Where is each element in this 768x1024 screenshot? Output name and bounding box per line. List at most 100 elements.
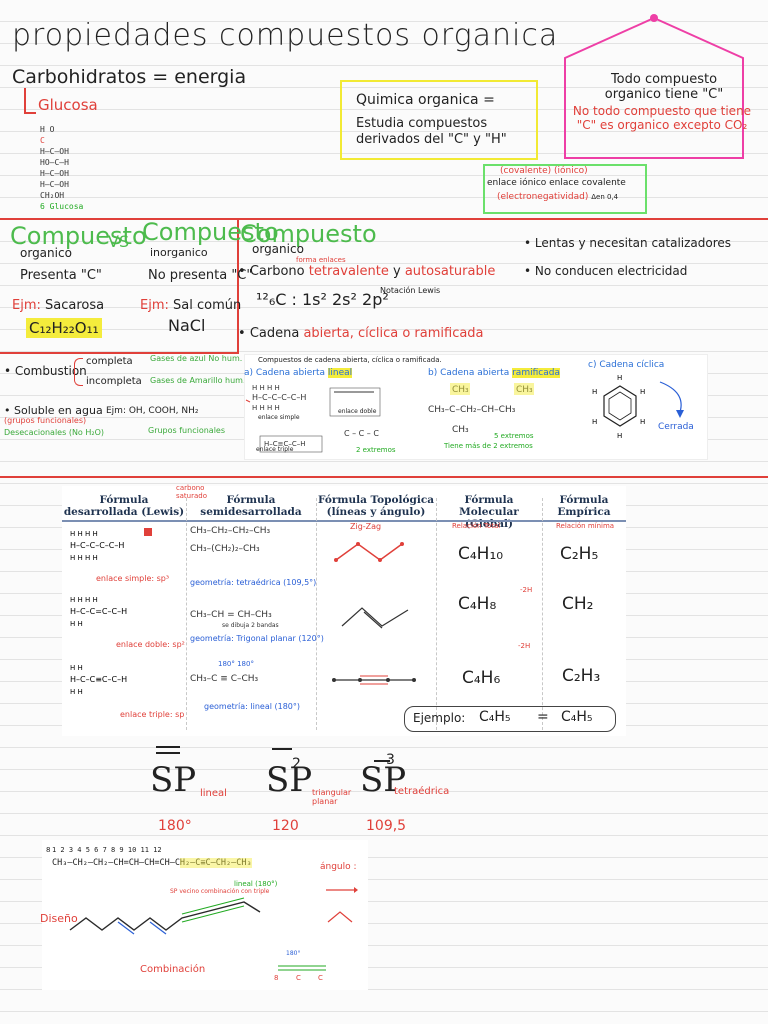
svg-text:H: H xyxy=(592,418,597,426)
ejemplo-left: C₄H₅ xyxy=(479,709,511,725)
sp-label: SP xyxy=(150,760,197,800)
enlaces-r3-small: Δen 0,4 xyxy=(591,193,619,201)
enlaces-r1: (covalente) (iónico) xyxy=(500,166,588,176)
carbono-label: Carbono xyxy=(249,264,305,279)
sp2-label: SP xyxy=(266,760,313,800)
organico-sub: organico xyxy=(252,242,304,256)
sp2-triangular-label: triangular planar xyxy=(312,788,352,806)
enlace-doble-label: enlace doble xyxy=(338,408,377,415)
row2-semi: CH₃–CH = CH–CH₃ xyxy=(190,610,272,620)
sp3-angle: 109,5 xyxy=(366,818,407,834)
sp-triple-mark xyxy=(156,746,180,754)
formula-nacl: NaCl xyxy=(168,316,206,335)
chain-numbers: 1 2 3 4 5 6 7 8 9 10 11 12 xyxy=(52,846,162,854)
chain-highlight xyxy=(180,858,252,868)
sp3-sup: 3 xyxy=(386,752,395,768)
notation-lewis: Notación Lewis xyxy=(380,286,441,295)
combinacion-label: Combinación xyxy=(140,964,206,975)
extremos-b: 5 extremos xyxy=(494,432,534,440)
formula-table xyxy=(62,486,626,736)
carbono-saturado-note: carbono saturado xyxy=(176,484,208,500)
bottom-180: 180° xyxy=(286,950,301,957)
ej-right-value: Sal común xyxy=(173,298,242,313)
example-left: Ejm: Sacarosa xyxy=(12,298,104,313)
glucose-line: H O xyxy=(40,125,55,134)
bullet-lentas: • Lentas y necesitan catalizadores xyxy=(524,236,732,250)
soluble-label: • Soluble en agua xyxy=(4,404,103,417)
relacion-total-note: Relación Total xyxy=(452,522,501,530)
house-line1: Todo compuesto organico tiene "C" xyxy=(604,72,724,102)
svg-text:H H H H: H H H H xyxy=(252,404,280,412)
svg-text:H H H H: H H H H xyxy=(70,596,98,604)
ejemplo-eq: = xyxy=(537,709,549,725)
svg-text:8: 8 xyxy=(274,974,278,982)
svg-text:C: C xyxy=(296,974,301,982)
house-excepto: excepto CO₂ xyxy=(673,118,748,132)
table-col-divider xyxy=(186,498,187,730)
cadena-a-tag: lineal xyxy=(327,368,353,378)
table-header: Fórmula Topológica (líneas y ángulo) xyxy=(317,494,435,518)
glucose-line: H—C—OH xyxy=(40,180,69,189)
autosaturable: autosaturable xyxy=(404,264,496,279)
table-header: Fórmula Empírica xyxy=(557,494,611,518)
compare-right-title: Compuesto xyxy=(142,218,279,246)
chain-formula: CH₃–CH₂–CH₂–CH=CH–CH=CH–CH₂–C≡C–CH₂–CH₃ xyxy=(52,858,252,868)
house-line2-text: No todo compuesto que tiene "C" es organ… xyxy=(572,104,752,132)
chain-start-num: 8 xyxy=(46,846,51,854)
glucose-line: H—C—OH xyxy=(40,147,69,156)
incompleta-note: Gases de Amarillo hum. Oxígeno xyxy=(150,376,282,385)
enlace-simple-label: enlace simple xyxy=(258,414,300,421)
tiene-mas: Tiene más de 2 extremos xyxy=(444,442,533,450)
combustion-text: Combustion xyxy=(14,364,87,378)
svg-text:H H H H: H H H H xyxy=(252,384,280,392)
red-divider-top xyxy=(0,218,768,220)
svg-text:H: H xyxy=(592,388,597,396)
carbono-note: forma enlaces xyxy=(296,256,346,264)
combustion-completa: completa xyxy=(86,356,133,367)
row1-empirica: C₂H₅ xyxy=(560,544,599,564)
sp-vecino-note: SP vecino combinación con triple xyxy=(170,888,270,895)
svg-text:CH₃: CH₃ xyxy=(452,425,469,435)
carbono-line: • Carbono tetravalente y autosaturable xyxy=(238,264,496,279)
combustion-brace xyxy=(74,358,83,386)
soluble-sub: (grupos funcionales) xyxy=(4,416,87,425)
ej-left-value: Sacarosa xyxy=(45,298,105,313)
zigzag-row1 xyxy=(334,542,404,562)
row3-diff: -2H xyxy=(518,642,531,650)
row3-molecular: C₄H₆ xyxy=(462,668,501,688)
ejemplo-box: Ejemplo: C₄H₅ = C₄H₅ xyxy=(404,706,616,732)
enlaces-r3: (electronegatividad) Δen 0,4 xyxy=(497,192,618,202)
cadena-ramificada-drawing: CH₃–C–CH₂–CH–CH₃ CH₃ CH₃ CH₃ xyxy=(428,383,534,435)
cadena-b-text: b) Cadena abierta xyxy=(428,368,510,378)
sp2-double-mark xyxy=(272,748,292,752)
svg-text:H: H xyxy=(640,418,645,426)
glucose-num: 6 xyxy=(40,202,45,211)
compare-left-title: Compuesto xyxy=(10,222,147,250)
relacion-minima-note: Relación mínima xyxy=(556,522,615,530)
svg-text:H–C–C–C–C–H: H–C–C–C–C–H xyxy=(70,541,124,550)
page-title: propiedades compuestos organica xyxy=(12,18,559,53)
glucose-caption: Glucosa xyxy=(49,202,84,211)
sp-angle: 180° xyxy=(158,818,192,834)
linear-row3 xyxy=(332,675,416,685)
cadena-tipos: abierta, cíclica o ramificada xyxy=(303,326,484,341)
diseno-label: Diseño xyxy=(40,912,78,925)
svg-text:H–C–C≡C–C–H: H–C–C≡C–C–H xyxy=(70,675,127,684)
combustion-label: • Combustion xyxy=(4,364,87,378)
soluble-ejm: Ejm: OH, COOH, NH₂ xyxy=(106,406,199,416)
glucosa-label: Glucosa xyxy=(38,96,98,114)
lewis-row1: H H H H H–C–C–C–C–H H H H H xyxy=(70,528,152,562)
cadena-a-label: a) Cadena abierta lineal xyxy=(244,368,353,378)
arrow-hook-icon xyxy=(24,88,36,114)
row1-semi2: CH₃–(CH₂)₂–CH₃ xyxy=(190,544,260,554)
table-col-divider xyxy=(436,498,437,730)
row1-geom: geometría: tetraédrica (109,5°) xyxy=(190,578,317,587)
svg-text:H H: H H xyxy=(70,688,83,696)
combustion-incompleta: incompleta xyxy=(86,376,142,387)
cadena-b-tag: ramificada xyxy=(512,368,560,378)
ej-label: Ejm: xyxy=(12,298,41,313)
angle-icons xyxy=(326,887,358,923)
table-col-divider xyxy=(316,498,317,730)
quimica-organica-box xyxy=(340,80,538,160)
